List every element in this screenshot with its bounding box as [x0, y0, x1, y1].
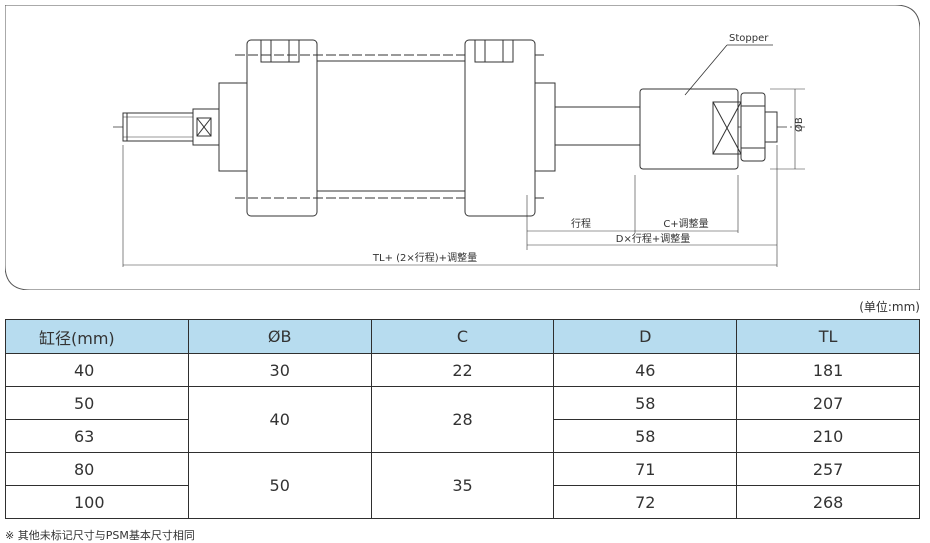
cell-d: 58: [553, 419, 738, 453]
left-end-block: [246, 39, 318, 217]
cell-d: 71: [553, 452, 738, 486]
header-bore: 缸径(mm): [5, 319, 189, 354]
left-thread: [122, 112, 194, 142]
header-tl: TL: [736, 319, 920, 354]
cell-b: 40: [187, 386, 372, 453]
header-d: D: [553, 319, 738, 354]
diameter-label: ØB: [793, 117, 805, 132]
cell-c: 22: [370, 353, 555, 387]
dim-c-label: C+调整量: [663, 217, 708, 230]
spec-table: 缸径(mm) ØB C D TL 40 30 22 46 181 50 40 2…: [5, 319, 920, 519]
dim-d-label: D×行程+调整量: [616, 232, 690, 245]
dim-stroke-label: 行程: [571, 217, 591, 230]
cell-c: 28: [370, 386, 555, 453]
cell-d: 46: [553, 353, 738, 387]
cell-tl: 210: [736, 419, 920, 453]
technical-drawing: Stopper ØB 行程 C+调整量 D×行程+调整量 TL+ (2×行程)+…: [5, 5, 920, 290]
stopper-label: Stopper: [729, 33, 769, 44]
header-c: C: [370, 319, 555, 354]
dim-tl-label: TL+ (2×行程)+调整量: [372, 251, 477, 264]
table-row: 63 58 210: [5, 419, 920, 453]
cell-tl: 257: [736, 452, 920, 486]
cell-d: 58: [553, 386, 738, 420]
cell-tl: 268: [736, 485, 920, 519]
table-row: 50 40 28 58 207: [5, 386, 920, 453]
table-row: 80 50 35 71 257: [5, 452, 920, 519]
table-row: 40 30 22 46 181: [5, 353, 920, 387]
cell-c: 35: [370, 452, 555, 519]
cell-d: 72: [553, 485, 738, 519]
right-end-block: [464, 39, 536, 217]
right-flange: [534, 82, 556, 172]
cell-bore: 50: [5, 386, 189, 420]
cell-b: 50: [187, 452, 372, 519]
left-flange: [218, 82, 248, 172]
footnote: ※ 其他未标记尺寸与PSM基本尺寸相同: [5, 529, 195, 542]
cell-tl: 181: [736, 353, 920, 387]
stopper-body: [639, 88, 739, 170]
drawing-border: [5, 5, 920, 290]
cell-bore: 80: [5, 452, 189, 486]
stopper-nut: [740, 92, 766, 162]
cell-b: 30: [187, 353, 372, 387]
table-header-row: 缸径(mm) ØB C D TL: [5, 319, 920, 354]
table-row: 100 72 268: [5, 485, 920, 519]
cell-bore: 100: [5, 485, 189, 519]
cell-tl: 207: [736, 386, 920, 420]
piston-rod: [554, 106, 641, 146]
cylinder-tube: [316, 60, 466, 192]
cell-bore: 63: [5, 419, 189, 453]
header-b: ØB: [187, 319, 372, 354]
unit-note: (单位:mm): [859, 300, 920, 314]
cell-bore: 40: [5, 353, 189, 387]
